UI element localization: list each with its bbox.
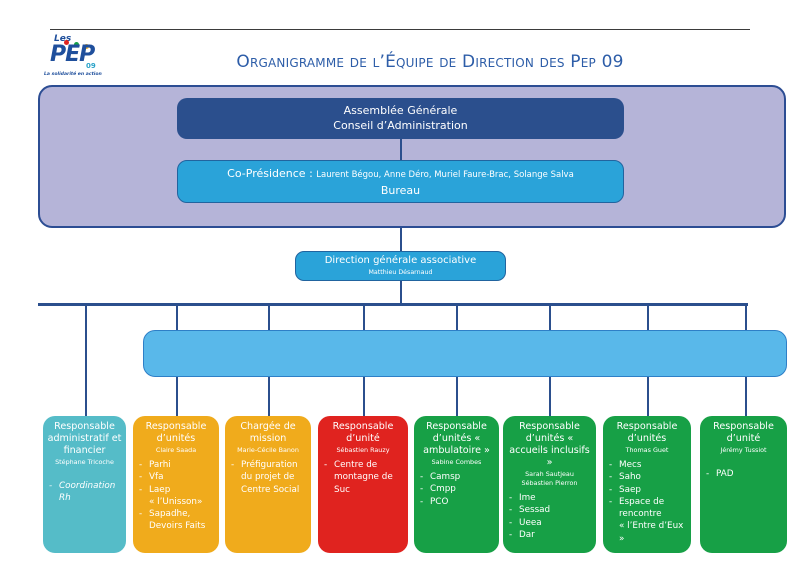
list-item: « l’Entre d’Eux » xyxy=(619,521,684,544)
logo-pep: PEP xyxy=(50,42,95,67)
card-list: Camsp Cmpp PCO xyxy=(417,471,496,508)
card-person: Jérémy Tussiot xyxy=(720,446,767,454)
card-list: Centre de montagne de Suc xyxy=(321,459,405,496)
logo-dot-red xyxy=(64,40,69,45)
card-responsable-unites-guet: Responsable d’unités Thomas Guet Mecs Sa… xyxy=(603,416,691,553)
card-person: Sarah Sautjeau xyxy=(525,470,574,478)
card-list: Coordination Rh xyxy=(46,480,123,505)
assemblee-generale-box: Assemblée Générale Conseil d’Administrat… xyxy=(177,98,624,139)
direction-name: Matthieu Désarnaud xyxy=(368,269,433,276)
copresidence-box: Co-Présidence : Laurent Bégou, Anne Déro… xyxy=(177,160,624,203)
card-title: Chargée de mission xyxy=(240,421,296,444)
card-responsable-unites-saada: Responsable d’unités Claire Saada Parhi … xyxy=(133,416,219,553)
list-item: Cmpp xyxy=(417,483,496,495)
pep-logo: Les PEP 09 La solidarité en action xyxy=(44,32,102,80)
card-person: Thomas Guet xyxy=(625,446,669,454)
card-list: Ime Sessad Ueea Dar xyxy=(506,492,593,541)
card-title: Responsable d’unité xyxy=(332,421,394,444)
list-item: Saep xyxy=(606,484,688,496)
card-list: Parhi Vfa Laep « l’Unisson» Sapadhe, Dev… xyxy=(136,459,216,533)
card-responsable-unite-rauzy: Responsable d’unité Sébastien Rauzy Cent… xyxy=(318,416,408,553)
copresidence-label: Co-Présidence : xyxy=(227,167,313,180)
card-person-2: Sébastien Pierron xyxy=(521,479,578,487)
card-title: Responsable d’unité xyxy=(713,421,774,444)
card-responsable-ambulatoire: Responsable d’unités « ambulatoire » Sab… xyxy=(414,416,499,553)
list-item: PAD xyxy=(703,468,784,480)
card-person: Stéphane Tricoche xyxy=(55,458,114,466)
direction-generale-box: Direction générale associative Matthieu … xyxy=(295,251,506,281)
list-item: Mecs xyxy=(606,459,688,471)
list-item: « l’Unisson» xyxy=(149,496,203,507)
connector-direction-bar xyxy=(400,281,402,304)
list-item: Préfiguration du projet de Centre Social xyxy=(228,459,308,496)
assemblee-line1: Assemblée Générale xyxy=(343,104,458,117)
card-responsable-accueils-inclusifs: Responsable d’unités « accueils inclusif… xyxy=(503,416,596,553)
list-item: Laep xyxy=(136,484,216,496)
horizontal-distribution-bar xyxy=(38,303,748,306)
connector-assemblee-copresidence xyxy=(400,139,402,161)
card-title: Responsable d’unités « ambulatoire » xyxy=(423,421,490,456)
connector-frame-direction xyxy=(400,228,402,251)
list-item: Saho xyxy=(606,471,688,483)
card-title: Responsable administratif et financier xyxy=(47,421,122,456)
list-item: Parhi xyxy=(136,459,216,471)
list-item: Dar xyxy=(506,529,593,541)
page-title: Organigramme de l’Équipe de Direction de… xyxy=(236,52,624,72)
list-item: Espace de rencontre xyxy=(606,496,688,521)
logo-les: Les xyxy=(54,34,72,44)
connector-card-admin xyxy=(85,305,87,416)
list-item: Centre de montagne de Suc xyxy=(321,459,405,496)
list-item: Ueea xyxy=(506,517,593,529)
assemblee-line2: Conseil d’Administration xyxy=(333,119,468,132)
logo-tagline: La solidarité en action xyxy=(44,72,102,77)
card-title: Responsable d’unités « accueils inclusif… xyxy=(509,421,590,468)
list-item: Camsp xyxy=(417,471,496,483)
card-list: Mecs Saho Saep Espace de rencontre « l’E… xyxy=(606,459,688,545)
units-band xyxy=(143,330,787,377)
direction-title: Direction générale associative xyxy=(324,255,477,266)
list-item: PCO xyxy=(417,496,496,508)
copresidence-bureau: Bureau xyxy=(380,184,421,197)
card-list: Préfiguration du projet de Centre Social xyxy=(228,459,308,496)
list-item: Sessad xyxy=(506,504,593,516)
list-item: Vfa xyxy=(136,471,216,483)
card-chargee-de-mission: Chargée de mission Marie-Cécile Banon Pr… xyxy=(225,416,311,553)
card-responsable-unite-tussiot: Responsable d’unité Jérémy Tussiot PAD xyxy=(700,416,787,553)
card-person: Marie-Cécile Banon xyxy=(237,446,299,454)
card-person: Claire Saada xyxy=(155,446,197,454)
copresidence-members: Laurent Bégou, Anne Déro, Muriel Faure-B… xyxy=(316,170,574,180)
list-item: Coordination Rh xyxy=(46,480,123,505)
card-person: Sabine Combes xyxy=(431,458,482,466)
copresidence-line1: Co-Présidence : Laurent Bégou, Anne Déro… xyxy=(178,166,623,183)
logo-number: 09 xyxy=(86,62,96,70)
card-title: Responsable d’unités xyxy=(145,421,207,444)
card-responsable-administratif: Responsable administratif et financier S… xyxy=(43,416,126,553)
list-item: Sapadhe, Devoirs Faits xyxy=(136,508,216,533)
card-title: Responsable d’unités xyxy=(616,421,678,444)
top-divider xyxy=(50,29,750,30)
logo-dot-orange xyxy=(84,44,89,49)
card-list: PAD xyxy=(703,468,784,480)
logo-dot-green xyxy=(74,42,79,47)
card-person: Sébastien Rauzy xyxy=(336,446,390,454)
list-item: Ime xyxy=(506,492,593,504)
